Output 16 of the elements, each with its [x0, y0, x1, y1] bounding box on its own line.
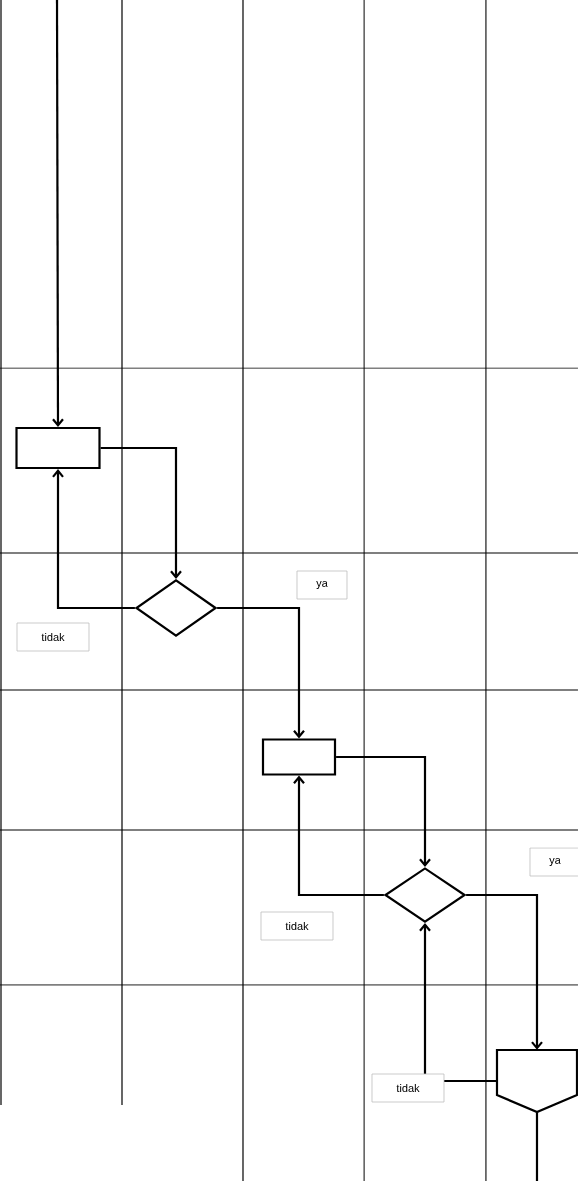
arrow — [336, 755, 431, 867]
arrow — [52, 469, 135, 610]
arrow — [52, 0, 64, 427]
arrow — [466, 893, 543, 1050]
arrow — [293, 775, 384, 897]
process-box — [15, 426, 101, 470]
edge-label: ya — [296, 570, 348, 600]
arrow — [217, 606, 305, 739]
edge-label: tidak — [371, 1073, 445, 1103]
process-box — [261, 738, 337, 776]
off-page-connector — [495, 1048, 578, 1114]
edge-label: tidak — [16, 622, 90, 652]
arrow — [419, 923, 497, 1083]
edge-label: tidak — [260, 911, 334, 941]
arrow — [100, 446, 182, 579]
edge-label: ya — [529, 847, 578, 877]
